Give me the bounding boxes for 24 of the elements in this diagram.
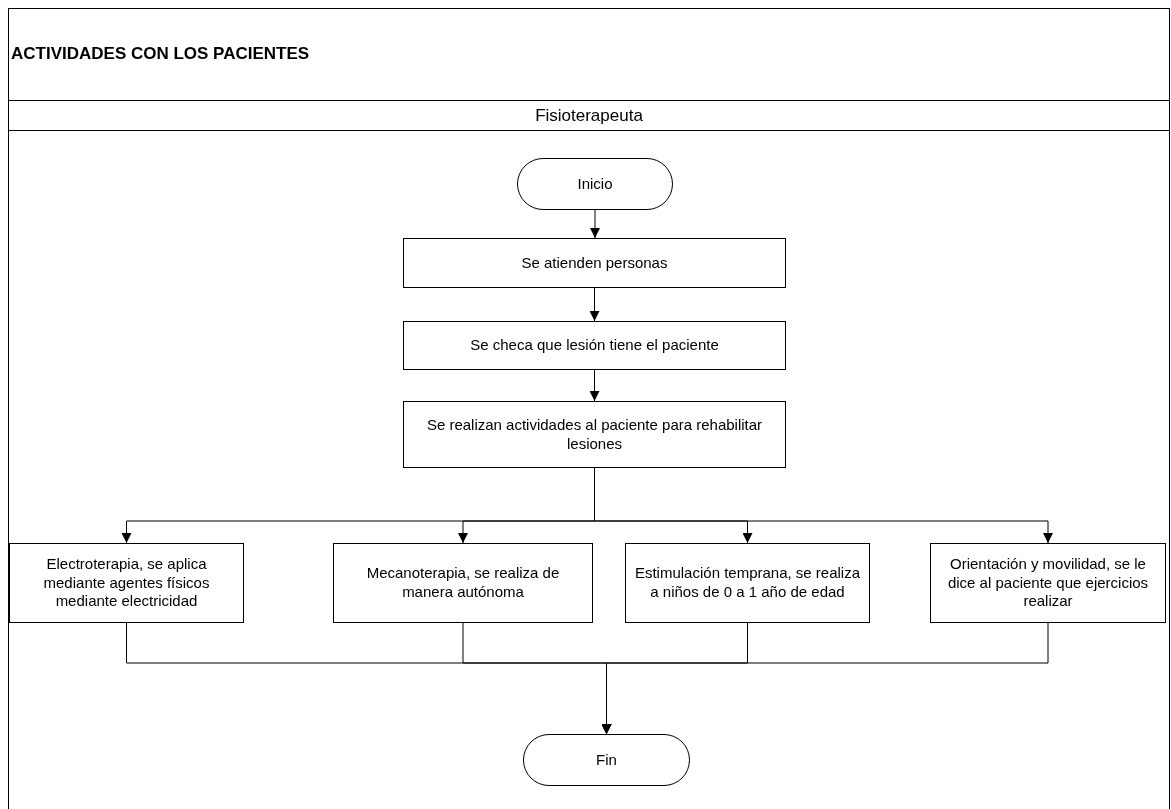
node-label: Se checa que lesión tiene el paciente: [470, 336, 719, 355]
process-box: [403, 321, 786, 370]
process-box: [9, 543, 244, 623]
node-label: Estimulación temprana, se realiza a niños de 0 a 1 año de edad: [634, 564, 861, 602]
process-box: [403, 238, 786, 288]
node-label: Mecanoterapia, se realiza de manera autónoma: [365, 564, 561, 602]
node-label: Se realizan actividades al paciente para rehabilitar lesiones: [425, 415, 764, 454]
node-label: Inicio: [577, 174, 613, 194]
arrow: [601, 622, 1049, 735]
arrow: [590, 209, 600, 239]
pool-label: ACTIVIDADES CON LOS PACIENTES: [11, 44, 310, 64]
terminal-shape: [517, 158, 673, 210]
node-label: Electroterapia, se aplica mediante agentes físicos mediante electricidad: [42, 554, 211, 612]
node-label: Orientación y movilidad, se le dice al paciente que ejercicios realizar: [946, 554, 1150, 612]
process-box: [333, 543, 593, 623]
process-box: [403, 401, 786, 468]
lane-title: Fisioterapeuta: [535, 105, 643, 126]
process-box: [930, 543, 1166, 623]
process-box: [625, 543, 870, 623]
node-label: Fin: [596, 750, 617, 770]
arrow: [589, 287, 600, 322]
node-label: Se atienden personas: [521, 253, 668, 273]
terminal-shape: [523, 734, 690, 786]
arrow: [589, 369, 600, 402]
